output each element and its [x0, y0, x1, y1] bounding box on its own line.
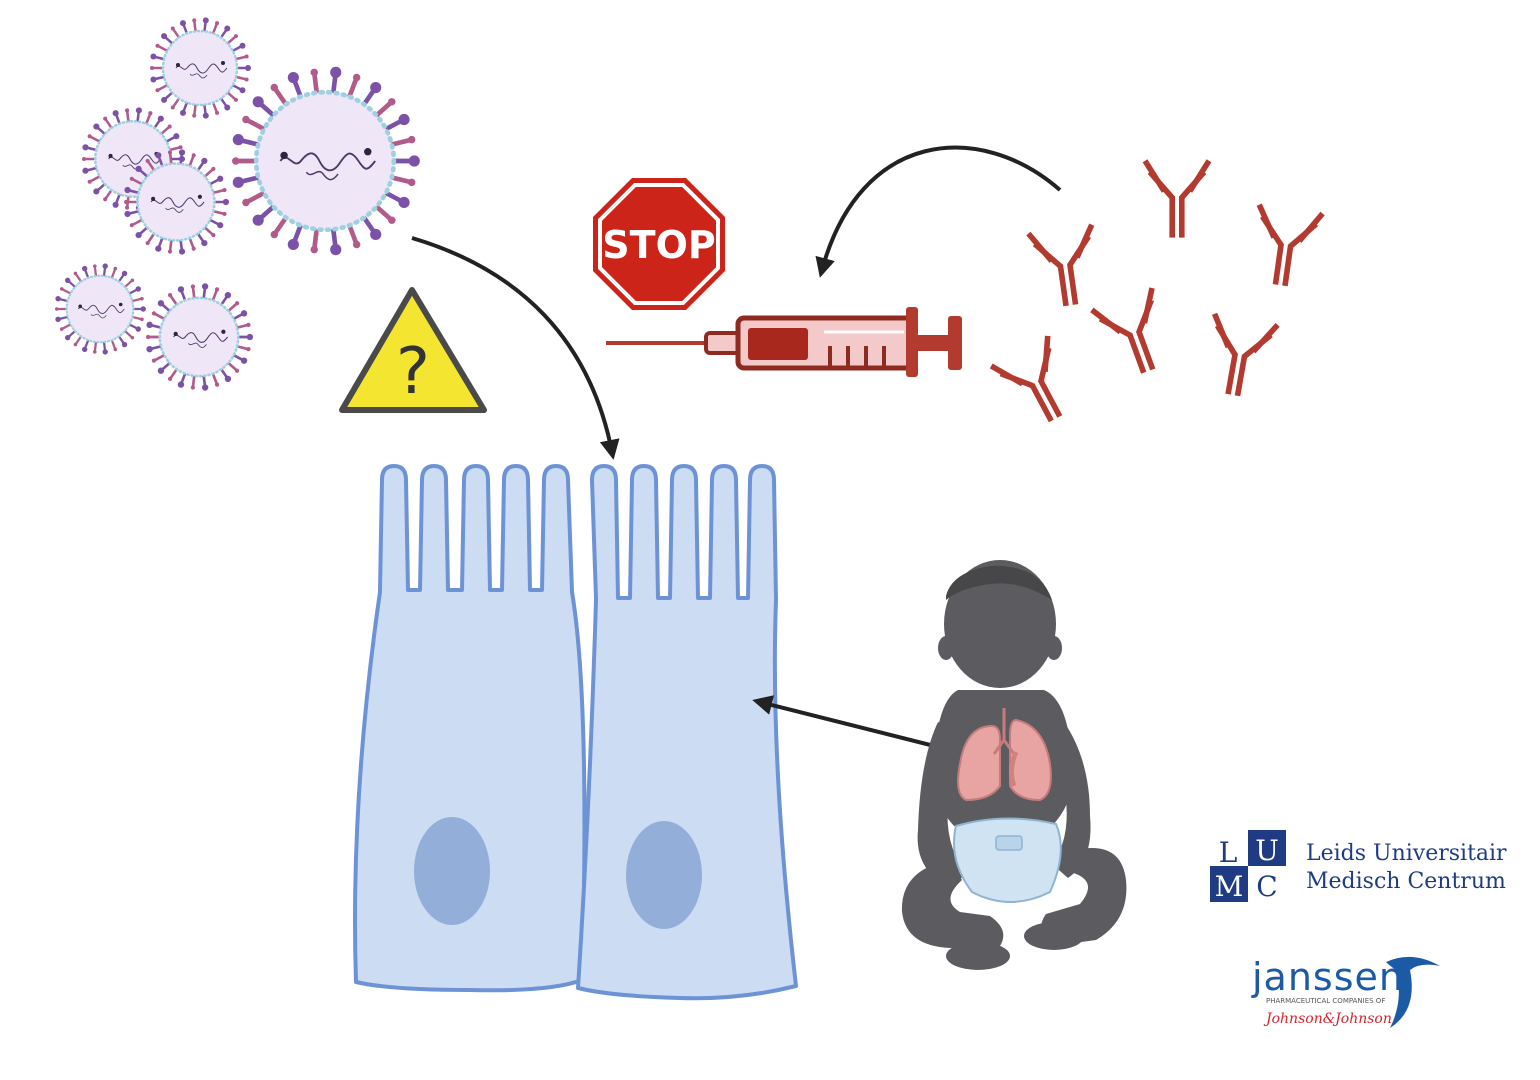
antibody-to-syringe-arrow — [815, 145, 1062, 278]
lumc-letter-c: C — [1256, 870, 1277, 903]
virus-particle-large — [232, 67, 420, 255]
antibody-icon — [1092, 288, 1178, 382]
antibody-icon — [1028, 225, 1102, 310]
infant-silhouette — [901, 560, 1127, 970]
epithelial-cell-left — [353, 464, 587, 993]
janssen-brand: janssen — [1251, 955, 1404, 999]
warning-sign-text: ? — [396, 335, 430, 409]
virus-to-cell-arrow — [411, 236, 620, 460]
janssen-swoosh-icon — [1386, 956, 1440, 1028]
lumc-name-line2: Medisch Centrum — [1306, 869, 1506, 894]
lung-to-cell-arrow — [752, 695, 959, 754]
warning-sign-icon: ? — [339, 287, 487, 413]
lumc-logo: L U M C Leids Universitair Medisch Centr… — [1210, 830, 1507, 903]
stop-sign-icon: STOP — [593, 178, 725, 310]
diaper — [953, 817, 1062, 903]
syringe-icon — [606, 307, 962, 377]
virus-particle — [148, 16, 253, 120]
janssen-parent: Johnson&Johnson — [1263, 1011, 1392, 1027]
antibody-icon — [1249, 205, 1323, 290]
janssen-subline: PHARMACEUTICAL COMPANIES OF — [1266, 997, 1385, 1005]
virus-particle — [53, 262, 148, 356]
lumc-letter-u: U — [1255, 834, 1279, 867]
virus-particle — [144, 281, 255, 393]
antibody-icon — [991, 336, 1084, 434]
cell-nucleus — [626, 821, 702, 929]
antibody-icon — [1201, 314, 1277, 401]
janssen-logo: janssen PHARMACEUTICAL COMPANIES OF John… — [1251, 955, 1440, 1028]
lumc-letter-m: M — [1215, 870, 1244, 903]
lungs-icon — [957, 708, 1052, 802]
stop-sign-text: STOP — [602, 223, 715, 267]
virus-cluster — [53, 16, 420, 393]
lumc-name-line1: Leids Universitair — [1306, 841, 1507, 866]
epithelial-cell-right — [576, 464, 798, 1001]
antibody-icon — [1145, 161, 1209, 238]
cell-nucleus — [414, 817, 490, 925]
epithelial-cells — [353, 464, 798, 1001]
lumc-letter-l: L — [1219, 836, 1238, 869]
antibody-group — [991, 161, 1322, 434]
